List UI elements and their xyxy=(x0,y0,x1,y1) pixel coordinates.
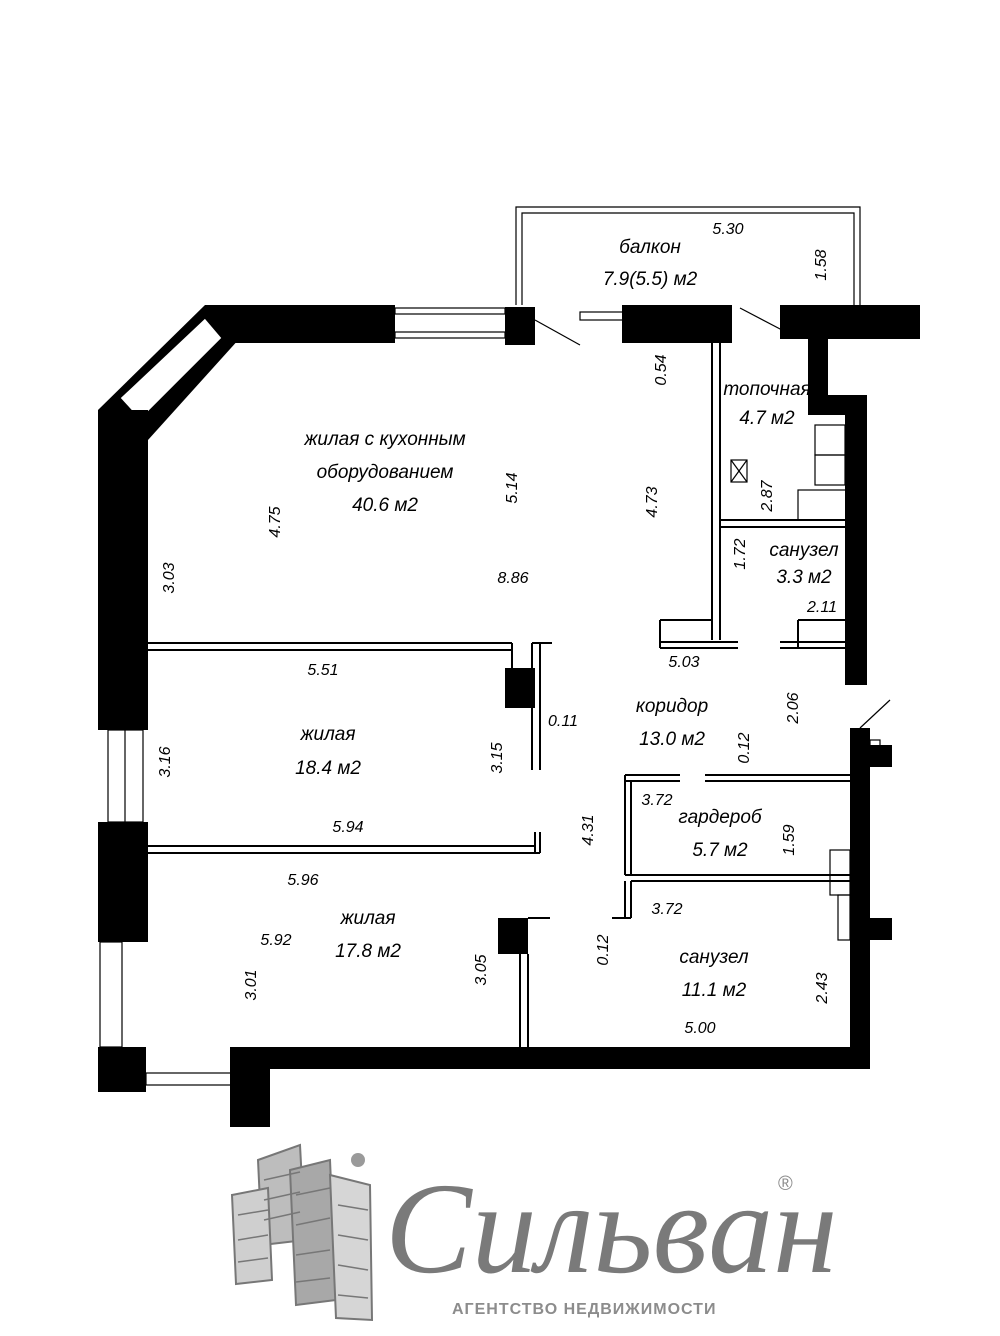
dim-5-94: 5.94 xyxy=(332,819,363,836)
room-wardrobe-area: 5.7 м2 xyxy=(692,840,748,861)
logo-tagline: АГЕНТСТВО НЕДВИЖИМОСТИ xyxy=(452,1301,716,1318)
room-corridor-name: коридор xyxy=(636,696,708,717)
registered-mark: ® xyxy=(778,1173,793,1195)
dim-8-86: 8.86 xyxy=(497,570,528,587)
dim-3-72-a: 3.72 xyxy=(641,792,672,809)
dim-3-72-b: 3.72 xyxy=(651,901,682,918)
room-bedroom1-name: жилая xyxy=(299,724,355,745)
dimensions: 5.30 1.58 0.54 5.14 4.75 4.73 3.03 8.86 … xyxy=(157,221,837,1037)
dim-5-92: 5.92 xyxy=(260,932,291,949)
room-wc-small-area: 3.3 м2 xyxy=(776,567,832,588)
room-balcony-name: балкон xyxy=(619,237,681,258)
dim-5-96: 5.96 xyxy=(287,872,318,889)
logo-name: Сильван xyxy=(385,1157,838,1301)
room-boiler-name: топочная xyxy=(723,379,810,400)
dim-5-00: 5.00 xyxy=(684,1020,715,1037)
room-wc-small-name: санузел xyxy=(769,540,839,561)
dim-0-12-b: 0.12 xyxy=(595,934,612,965)
room-labels: балкон 7.9(5.5) м2 жилая с кухонным обор… xyxy=(295,237,839,1001)
room-kitchen-name: жилая с кухонным xyxy=(303,429,465,450)
dim-2-11: 2.11 xyxy=(806,599,837,616)
room-boiler-area: 4.7 м2 xyxy=(739,408,795,429)
dim-0-12-a: 0.12 xyxy=(736,732,753,763)
dim-2-43: 2.43 xyxy=(814,972,831,1004)
dim-2-87: 2.87 xyxy=(759,479,776,512)
logo: Сильван ® АГЕНТСТВО НЕДВИЖИМОСТИ xyxy=(230,1143,838,1322)
room-kitchen-area: 40.6 м2 xyxy=(352,495,418,516)
room-kitchen-name2: оборудованием xyxy=(317,462,454,483)
room-bedroom2-area: 17.8 м2 xyxy=(335,941,401,962)
dim-3-05: 3.05 xyxy=(473,954,490,985)
dim-3-15: 3.15 xyxy=(489,742,506,773)
dim-5-14: 5.14 xyxy=(504,472,521,503)
dim-3-16: 3.16 xyxy=(157,746,174,777)
dim-4-75: 4.75 xyxy=(267,506,284,537)
dim-3-01: 3.01 xyxy=(243,969,260,1000)
room-corridor-area: 13.0 м2 xyxy=(639,729,705,750)
room-wardrobe-name: гардероб xyxy=(678,807,762,828)
dim-0-11: 0.11 xyxy=(548,713,578,730)
room-bath-area: 11.1 м2 xyxy=(682,980,747,1001)
dim-2-06: 2.06 xyxy=(785,692,802,724)
dim-4-31: 4.31 xyxy=(580,814,597,845)
room-bath-name: санузел xyxy=(679,947,749,968)
dim-1-59: 1.59 xyxy=(781,824,798,855)
dim-5-51: 5.51 xyxy=(307,662,338,679)
dim-0-54: 0.54 xyxy=(653,354,670,385)
partitions xyxy=(148,307,891,1047)
buildings-icon xyxy=(230,1143,374,1322)
dim-5-03: 5.03 xyxy=(668,654,699,671)
room-bedroom1-area: 18.4 м2 xyxy=(295,758,361,779)
walls xyxy=(98,305,920,1127)
dim-4-73: 4.73 xyxy=(644,486,661,517)
room-bedroom2-name: жилая xyxy=(339,908,395,929)
room-balcony-area: 7.9(5.5) м2 xyxy=(603,269,698,290)
balcony-outline xyxy=(515,206,861,310)
dim-5-30: 5.30 xyxy=(712,221,743,238)
dim-1-72: 1.72 xyxy=(732,538,749,569)
dim-1-58: 1.58 xyxy=(813,249,830,280)
dim-3-03: 3.03 xyxy=(161,562,178,593)
